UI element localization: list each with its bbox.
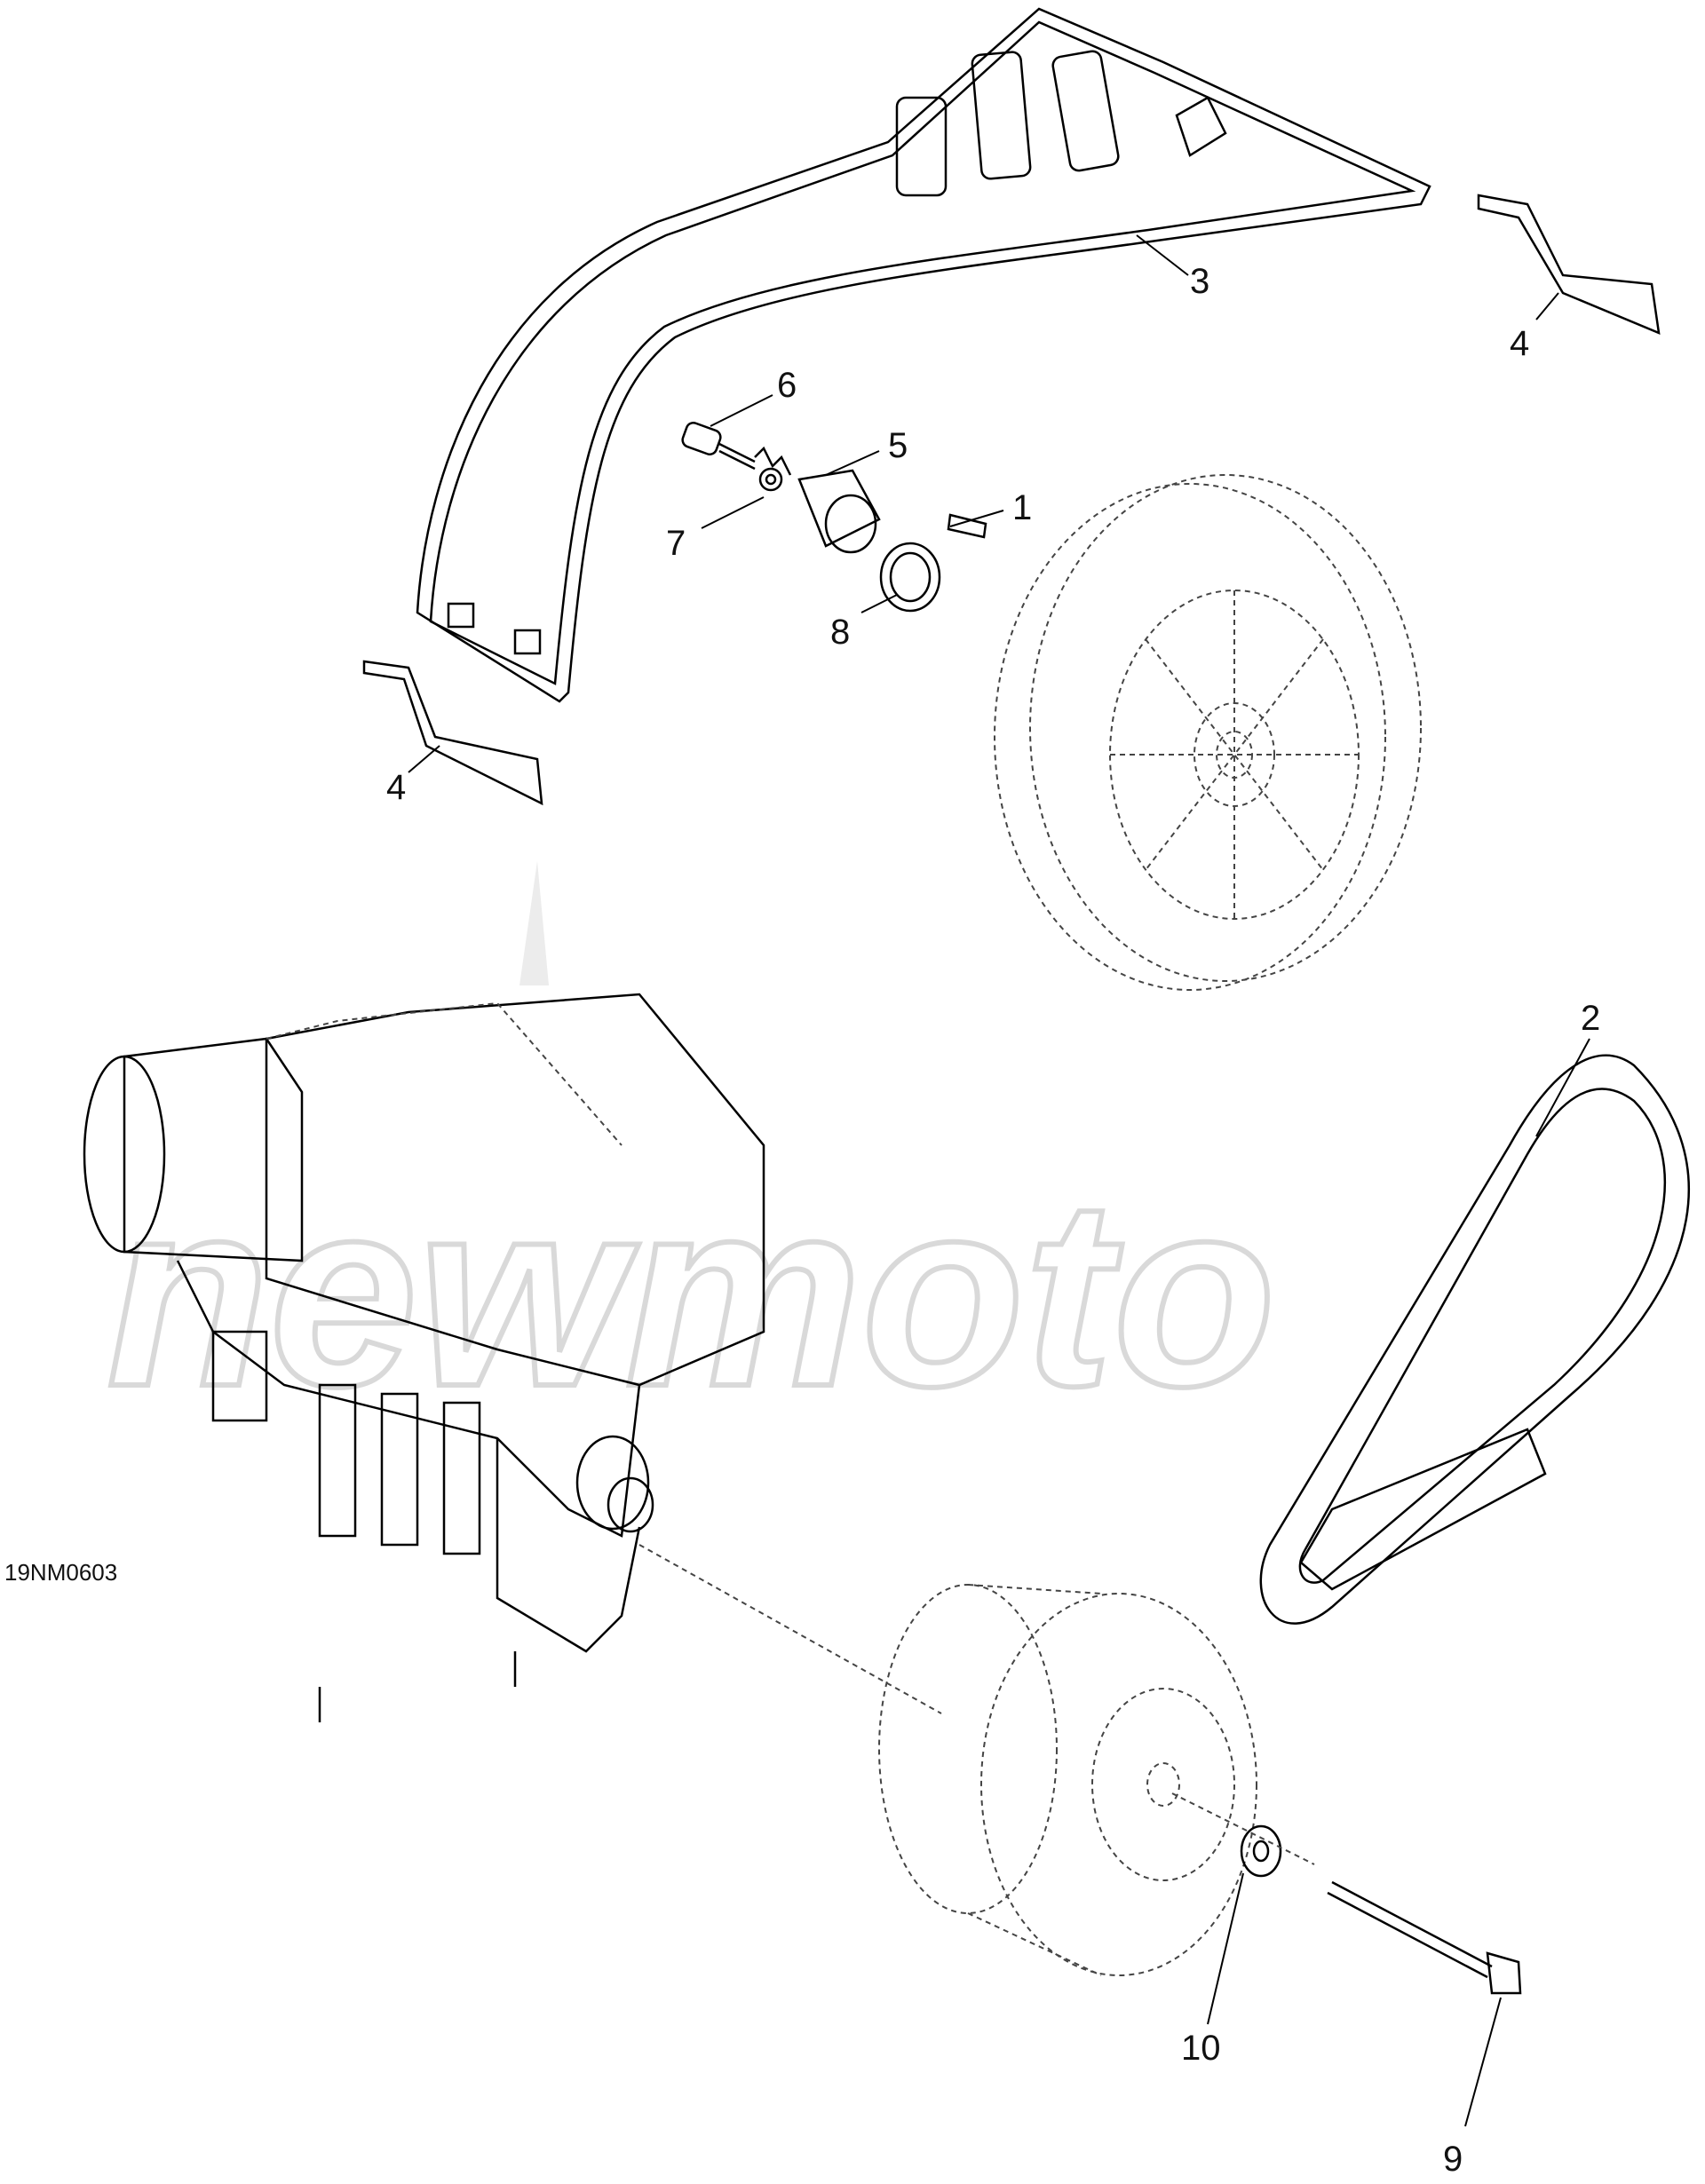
callout-9: 9 bbox=[1443, 2140, 1463, 2179]
centerline bbox=[638, 1544, 942, 1714]
leader-lines bbox=[408, 234, 1590, 2127]
centerline-bolt bbox=[1171, 1792, 1315, 1865]
hardware bbox=[681, 422, 987, 613]
drive-belt bbox=[1259, 1054, 1691, 1625]
clip-left bbox=[362, 660, 543, 806]
callout-2: 2 bbox=[1581, 999, 1600, 1038]
callout-7: 7 bbox=[666, 524, 686, 563]
belt-guard bbox=[416, 7, 1431, 703]
engine bbox=[83, 993, 765, 1722]
clip-right bbox=[1477, 194, 1661, 336]
callout-5: 5 bbox=[888, 426, 908, 465]
callout-6: 6 bbox=[777, 366, 797, 405]
callout-10: 10 bbox=[1181, 2029, 1221, 2068]
drive-pulley bbox=[878, 1584, 1257, 1976]
callout-8: 8 bbox=[830, 613, 850, 652]
driven-pulley bbox=[994, 474, 1422, 991]
watermark-text: newmoto bbox=[107, 1143, 1276, 1442]
callout-1: 1 bbox=[1012, 488, 1032, 527]
bolt-washer bbox=[1240, 1824, 1522, 1995]
watermark: newmoto bbox=[104, 861, 1279, 1444]
callout-3: 3 bbox=[1190, 262, 1209, 301]
callout-4-left: 4 bbox=[386, 768, 406, 807]
drawing-code: 19NM0603 bbox=[4, 1559, 117, 1586]
callout-4-right: 4 bbox=[1510, 324, 1529, 363]
